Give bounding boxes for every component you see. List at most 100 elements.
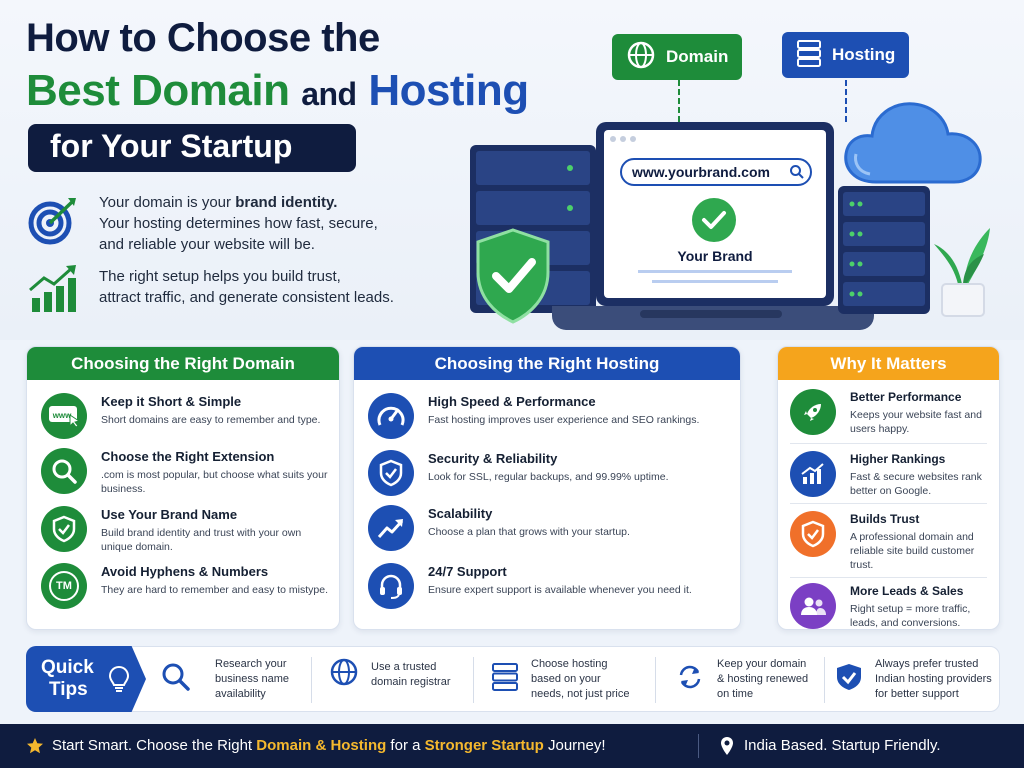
why-item-desc: Fast & secure websites rank better on Go… [850,471,982,497]
footer-text: for a [386,737,425,754]
why-item-desc: Keeps your website fast and users happy. [850,409,982,435]
hosting-card: Choosing the Right Hosting High Speed & … [353,346,741,630]
users-icon [790,583,836,629]
title-line-1: How to Choose the [26,16,380,60]
tip-text: based on your [531,673,601,685]
title-line-3: for Your Startup [28,124,356,172]
url-text: www.yourbrand.com [632,164,770,180]
tip-text: for better support [875,688,959,700]
url-bar: www.yourbrand.com [620,158,812,186]
quick-tips-label: Quick Tips [41,657,94,701]
intro-text: The right setup helps you build trust, [99,268,341,285]
intro-bold: brand identity. [235,194,338,211]
domain-item-title: Avoid Hyphens & Numbers [101,564,269,579]
footer-bar: Start Smart. Choose the Right Domain & H… [0,724,1024,768]
globe-icon [626,40,656,75]
domain-item-desc: They are hard to remember and easy to mi… [101,584,329,596]
title-hosting: Hosting [368,66,529,115]
quick-tips-label-line: Tips [49,679,88,700]
why-item-desc: A professional domain and reliable site … [850,531,975,571]
headset-icon [368,563,414,609]
quick-tips-label-box [26,646,146,712]
intro-paragraph-2: The right setup helps you build trust, a… [99,266,419,308]
tip-text: Always prefer trusted [875,658,979,670]
intro-text: and reliable your website will be. [99,236,315,253]
domain-tag: Domain [612,34,743,80]
divider [790,443,987,444]
laptop-trackpad [640,310,782,318]
why-item-title: More Leads & Sales [850,584,964,598]
lightbulb-icon [105,663,133,700]
hosting-item-desc: Look for SSL, regular backups, and 99.99… [428,471,669,483]
domain-item-desc: Build brand identity and trust with your… [101,527,302,553]
browser-dots [610,136,636,142]
intro-paragraph-1: Your domain is your brand identity. Your… [99,192,409,255]
title-best-domain: Best Domain [26,66,290,115]
shield-icon [41,506,87,552]
divider [311,657,312,703]
speedometer-icon [368,393,414,439]
domain-item-title: Keep it Short & Simple [101,394,242,409]
www-icon: www. [41,393,87,439]
search-icon [41,448,87,494]
tip-text: Use a trusted [371,660,437,673]
domain-item-desc: Short domains are easy to remember and t… [101,414,321,426]
server-icon [491,662,519,697]
location-pin-icon [720,736,734,760]
intro-text: Your domain is your [99,194,236,211]
tip-text: business name [215,673,289,685]
tm-badge-text: TM [49,571,79,601]
domain-card: Choosing the Right Domain www. Keep it S… [26,346,340,630]
hosting-tag-label: Hosting [832,45,896,64]
footer-text: Journey! [543,737,606,754]
plant-icon [928,214,994,318]
footer-highlight: Domain & Hosting [256,737,387,754]
domain-item-title: Use Your Brand Name [101,507,238,522]
why-item-title: Builds Trust [850,512,920,526]
hosting-tag: Hosting [782,32,910,78]
star-icon [26,737,44,759]
globe-icon [329,657,359,692]
server-icon [796,39,822,72]
shield-check-icon [474,228,552,324]
title-and: and [301,76,357,112]
search-icon [784,160,810,184]
tip-text: on time [717,688,754,700]
tip-text: Keep your domain [717,658,807,670]
tip-text: needs, not just price [531,688,630,700]
target-icon [28,196,78,246]
placeholder-line [652,280,778,283]
tm-icon: TM [41,563,87,609]
tip-text: Research your [215,658,287,670]
hosting-connector [845,80,847,122]
why-item-title: Better Performance [850,390,962,404]
why-item-title: Higher Rankings [850,452,946,466]
search-icon [161,662,191,697]
footer-right-text: India Based. Startup Friendly. [744,737,941,754]
why-item: Builds Trust A professional domain and re… [790,511,991,572]
footer-tagline: Start Smart. Choose the Right Domain & H… [52,737,606,754]
tip-item: Keep your domain & hosting renewed on time [675,657,808,702]
shield-icon [790,511,836,557]
cloud-icon [840,96,986,188]
hosting-card-header: Choosing the Right Hosting [354,347,740,380]
shield-check-icon [368,450,414,496]
tip-text: & hosting renewed [717,673,809,685]
shield-check-icon [835,662,863,697]
footer-highlight: Stronger Startup [424,737,544,754]
domain-item: Choose the Right Extension.com is most p… [41,448,331,496]
intro-text: Your hosting determines how fast, secure… [99,215,378,232]
check-circle-icon [692,198,736,242]
